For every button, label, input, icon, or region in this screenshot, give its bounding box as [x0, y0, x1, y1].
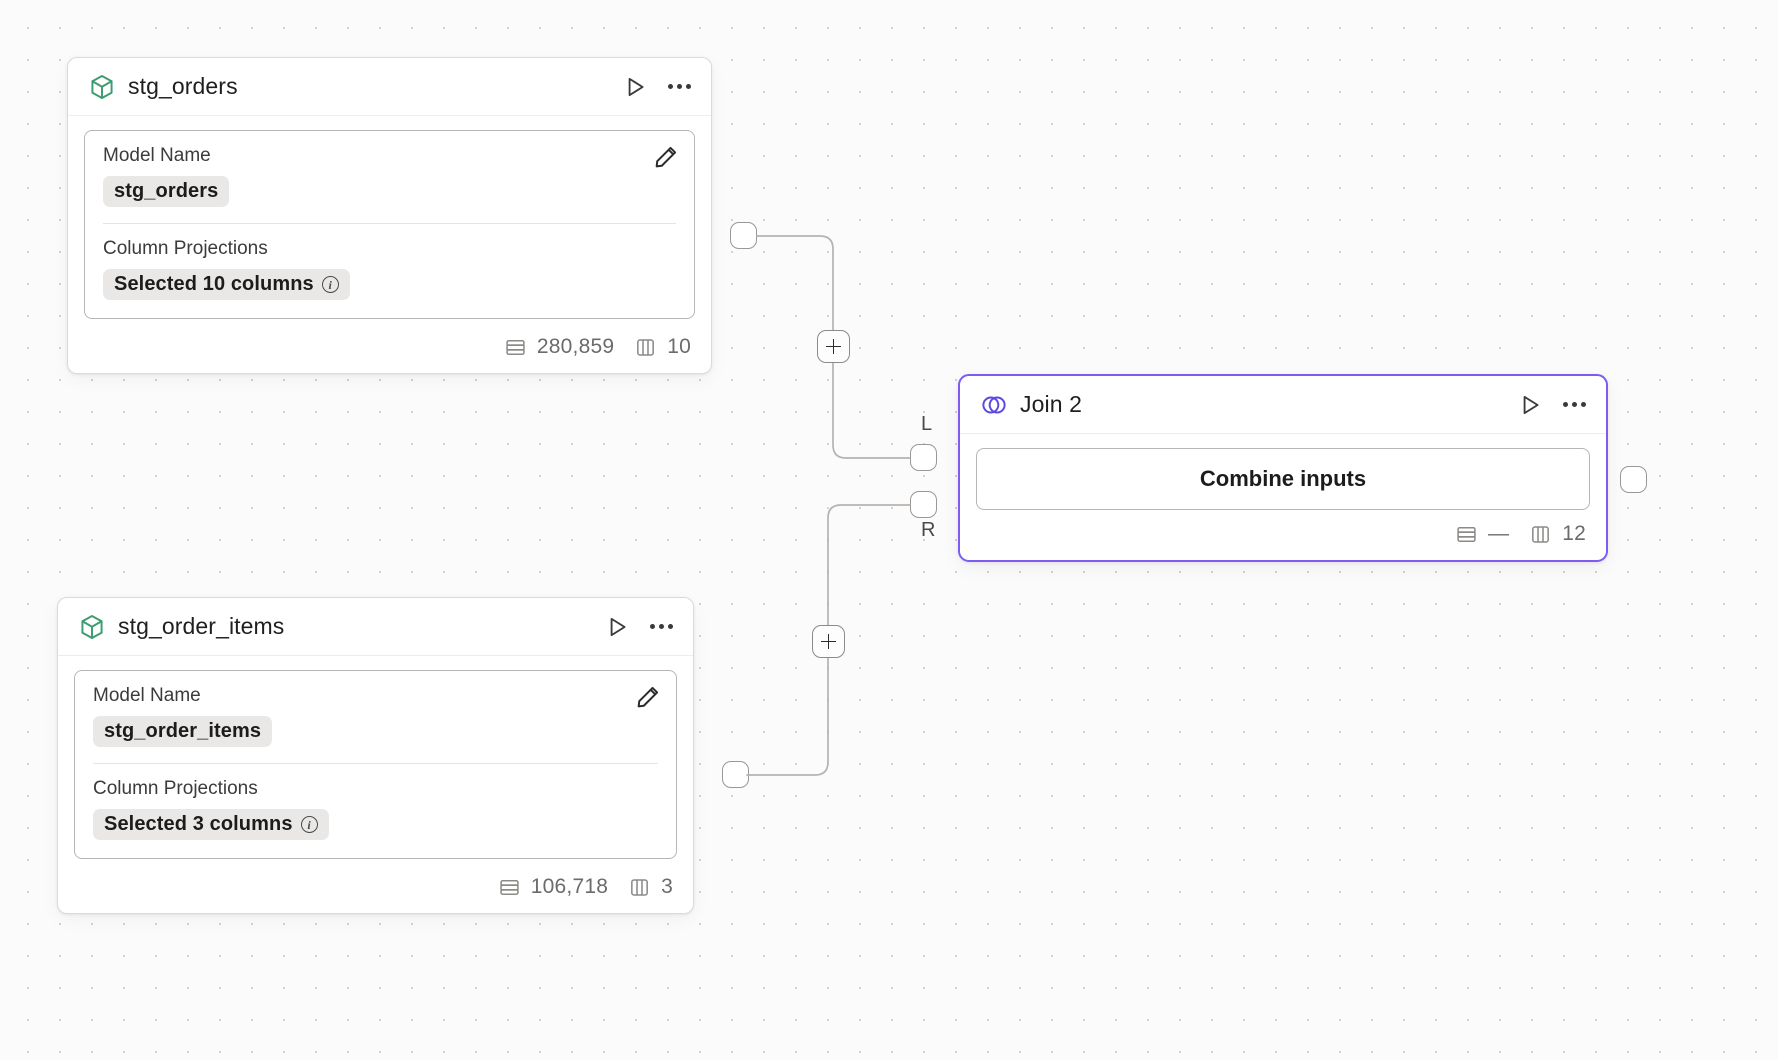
- node-stg-orders[interactable]: stg_orders: [67, 57, 712, 374]
- column-projections-chip[interactable]: Selected 3 columns i: [93, 809, 329, 840]
- model-name-chip[interactable]: stg_order_items: [93, 716, 273, 747]
- output-port-stg-order-items[interactable]: [722, 761, 749, 788]
- column-projections-value: Selected 3 columns: [104, 813, 293, 835]
- node-stats: 106,718 3: [58, 869, 693, 913]
- row-count-value: —: [1488, 522, 1510, 545]
- column-count-stat: 3: [628, 875, 673, 899]
- column-count-value: 10: [667, 335, 691, 358]
- row-count-stat: 280,859: [504, 335, 614, 359]
- info-icon[interactable]: i: [300, 816, 318, 833]
- model-config-panel: Model Name stg_orders Column Projections…: [84, 130, 695, 319]
- add-node-button-upper[interactable]: [817, 330, 850, 363]
- node-stats: — 12: [960, 516, 1606, 560]
- add-node-button-lower[interactable]: [812, 625, 845, 658]
- panel-divider: [93, 763, 658, 764]
- row-count-value: 106,718: [530, 875, 609, 898]
- edit-pencil-icon[interactable]: [634, 683, 662, 711]
- info-icon[interactable]: i: [321, 276, 339, 293]
- edit-pencil-icon[interactable]: [652, 143, 680, 171]
- node-body: Model Name stg_order_items Column Projec…: [58, 656, 693, 869]
- column-count-stat: 12: [1529, 522, 1586, 546]
- column-projections-chip[interactable]: Selected 10 columns i: [103, 269, 350, 300]
- node-title: stg_orders: [128, 73, 238, 99]
- more-options-icon[interactable]: [666, 78, 693, 95]
- input-port-left-label: L: [921, 413, 933, 435]
- input-port-right-label: R: [921, 519, 936, 541]
- column-count-value: 3: [661, 875, 673, 898]
- node-title: Join 2: [1020, 391, 1082, 417]
- node-stats: 280,859 10: [68, 329, 711, 373]
- node-header: stg_order_items: [58, 598, 693, 656]
- input-port-join-right[interactable]: [910, 491, 937, 518]
- model-name-value: stg_order_items: [104, 720, 262, 742]
- run-icon[interactable]: [622, 74, 648, 100]
- input-port-join-left[interactable]: [910, 444, 937, 471]
- column-projections-value: Selected 10 columns: [114, 273, 314, 295]
- column-projections-label: Column Projections: [93, 778, 258, 799]
- column-count-stat: 10: [634, 335, 691, 359]
- venn-diagram-icon: [980, 391, 1008, 419]
- panel-divider: [103, 223, 676, 224]
- node-body: Combine inputs: [960, 434, 1606, 516]
- node-header: stg_orders: [68, 58, 711, 116]
- column-projections-label: Column Projections: [103, 238, 268, 259]
- model-name-chip[interactable]: stg_orders: [103, 176, 230, 207]
- run-icon[interactable]: [604, 614, 630, 640]
- cube-icon: [78, 613, 106, 641]
- more-options-icon[interactable]: [1561, 396, 1588, 413]
- row-count-stat: 106,718: [498, 875, 608, 899]
- node-join-2[interactable]: Join 2 Combine inputs: [958, 374, 1608, 562]
- node-title: stg_order_items: [118, 613, 285, 639]
- column-count-value: 12: [1562, 522, 1586, 545]
- output-port-join-2[interactable]: [1620, 466, 1647, 493]
- row-count-stat: —: [1455, 522, 1509, 546]
- output-port-stg-orders[interactable]: [730, 222, 757, 249]
- row-count-value: 280,859: [536, 335, 615, 358]
- model-name-value: stg_orders: [114, 180, 219, 202]
- run-icon[interactable]: [1517, 392, 1543, 418]
- node-header: Join 2: [960, 376, 1606, 434]
- model-config-panel: Model Name stg_order_items Column Projec…: [74, 670, 677, 859]
- model-name-label: Model Name: [103, 145, 211, 166]
- combine-inputs-button[interactable]: Combine inputs: [976, 448, 1590, 510]
- more-options-icon[interactable]: [648, 618, 675, 635]
- node-body: Model Name stg_orders Column Projections…: [68, 116, 711, 329]
- cube-icon: [88, 73, 116, 101]
- node-stg-order-items[interactable]: stg_order_items: [57, 597, 694, 914]
- model-name-label: Model Name: [93, 685, 201, 706]
